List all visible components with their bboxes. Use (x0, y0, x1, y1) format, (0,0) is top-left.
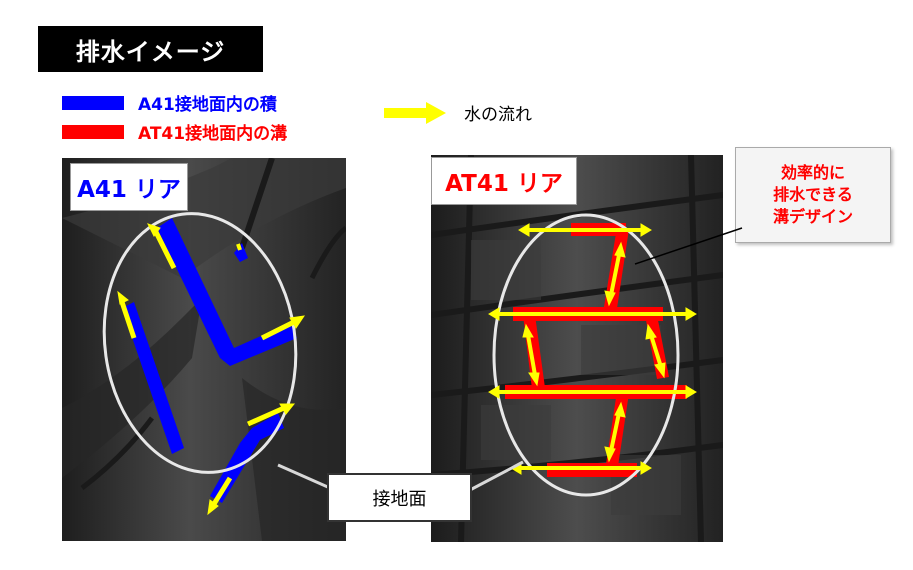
red-swatch-icon (62, 124, 124, 139)
legend-flow-label: 水の流れ (464, 105, 532, 125)
callout-line-1: 効率的に (780, 163, 845, 182)
legend-at41: AT41接地面内の溝 (62, 119, 287, 144)
a41-panel-label-text: A41 リア (77, 177, 181, 203)
callout-line-2: 排水できる (773, 185, 853, 204)
page-title-text: 排水イメージ (75, 37, 226, 66)
yellow-arrow-icon (384, 101, 446, 124)
contact-patch-label-text: 接地面 (372, 488, 427, 510)
legend-a41-label: A41接地面内の積 (138, 95, 277, 115)
at41-tire-image (431, 155, 723, 542)
blue-swatch-icon (62, 95, 124, 110)
groove-design-callout: 効率的に 排水できる 溝デザイン (735, 147, 891, 243)
page-title: 排水イメージ (38, 26, 263, 72)
at41-panel-label-text: AT41 リア (445, 171, 563, 197)
a41-tire-image (62, 158, 346, 541)
at41-panel-label: AT41 リア (431, 157, 577, 205)
legend-a41: A41接地面内の積 (62, 90, 277, 115)
callout-line-3: 溝デザイン (772, 207, 853, 226)
contact-patch-label: 接地面 (327, 473, 472, 522)
legend-flow: 水の流れ (384, 100, 532, 125)
legend-at41-label: AT41接地面内の溝 (138, 124, 288, 144)
a41-panel-label: A41 リア (70, 163, 188, 211)
